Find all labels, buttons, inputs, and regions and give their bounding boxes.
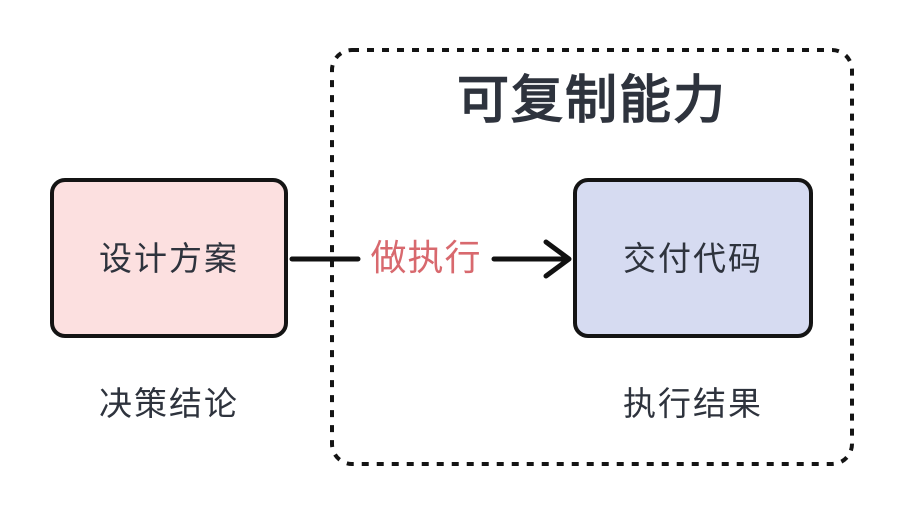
arrow-label: 做执行: [370, 237, 482, 278]
design-plan-box: 设计方案: [50, 178, 288, 338]
dashed-frame-border: [330, 48, 854, 466]
deliver-code-label: 交付代码: [623, 239, 763, 277]
left-caption: 决策结论: [99, 385, 239, 422]
replicable-capability-frame: [330, 48, 854, 466]
design-plan-label: 设计方案: [99, 239, 239, 277]
frame-title: 可复制能力: [456, 72, 727, 130]
right-caption: 执行结果: [623, 385, 763, 422]
deliver-code-box: 交付代码: [573, 178, 813, 338]
